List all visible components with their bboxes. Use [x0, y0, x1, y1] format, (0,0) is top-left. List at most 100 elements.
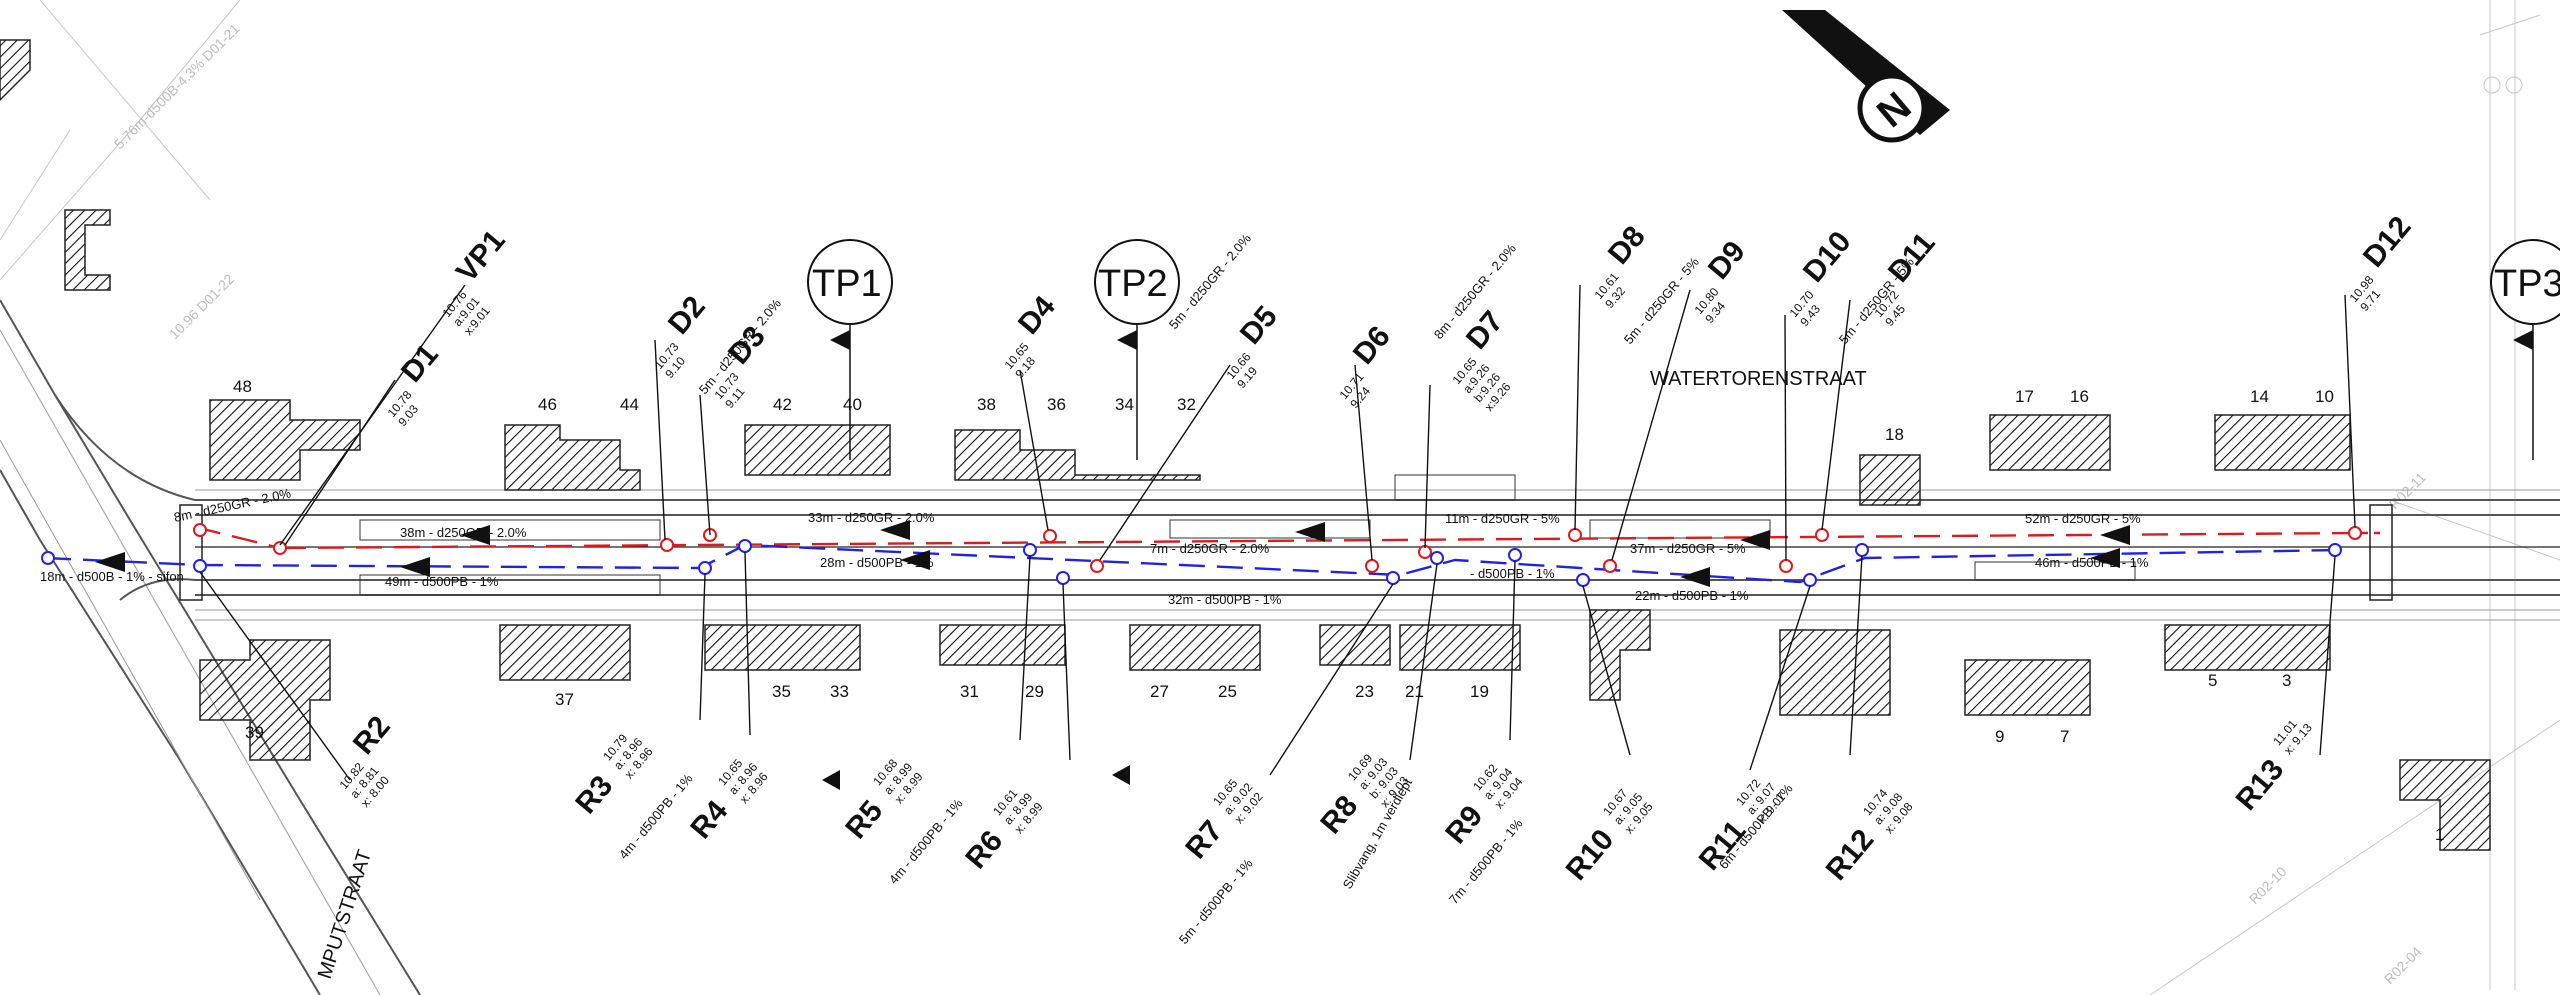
- house-numbers-north: 48 46 44 42 40 38 36 34 32 18 17 16 14 1…: [233, 377, 2334, 444]
- svg-text:17: 17: [2015, 387, 2034, 406]
- svg-text:40: 40: [843, 395, 862, 414]
- svg-text:42: 42: [773, 395, 792, 414]
- node-labels-top: 10.76 a:9.01 x:9.01 VP1 10.78 9.03 D1 10…: [385, 210, 2418, 429]
- test-pits: TP1 TP2 TP3: [807, 239, 2560, 790]
- dwa-manholes: [193, 523, 2362, 573]
- node-d4: 10.65 9.18 D4: [1002, 290, 1063, 381]
- svg-text:18m - d500B - 1% - sifon: 18m - d500B - 1% - sifon: [40, 569, 184, 584]
- svg-text:29: 29: [1025, 682, 1044, 701]
- segment-labels: 8m - d250GR - 2.0% 38m - d250GR - 2.0% 3…: [40, 485, 2149, 607]
- svg-text:- d500PB - 1%: - d500PB - 1%: [1470, 566, 1555, 581]
- north-arrow: N: [1782, 10, 1950, 143]
- svg-text:5: 5: [2208, 671, 2217, 690]
- svg-text:4m - d500PB - 1%: 4m - d500PB - 1%: [886, 796, 966, 887]
- node-r5: R5 10.68 a: 8.99 x: 8.99: [839, 756, 925, 846]
- svg-text:21: 21: [1405, 682, 1424, 701]
- svg-text:3: 3: [2282, 671, 2291, 690]
- svg-text:11m - d250GR - 5%: 11m - d250GR - 5%: [1445, 511, 1560, 526]
- node-d12: 10.98 9.71 D12: [2347, 210, 2418, 314]
- svg-text:25: 25: [1218, 682, 1237, 701]
- svg-text:R4: R4: [684, 794, 734, 845]
- svg-text:R7: R7: [1179, 815, 1229, 866]
- svg-text:D6: D6: [1347, 320, 1397, 371]
- svg-text:46: 46: [538, 395, 557, 414]
- node-r10: R10 10.67 a: 9.05 x: 9.05: [1560, 786, 1656, 887]
- node-d2: 10.73 9.10 D2: [652, 290, 712, 381]
- legacy-label-r0210: R02-10: [2246, 863, 2290, 907]
- svg-text:9: 9: [1995, 727, 2004, 746]
- svg-text:7: 7: [2060, 727, 2069, 746]
- svg-text:R2: R2: [347, 710, 397, 761]
- cross-street-name: MPUTSTRAAT: [314, 847, 376, 981]
- svg-text:R5: R5: [839, 795, 889, 846]
- node-r3: R3 10.79 a: 8.96 x: 8.96: [569, 731, 655, 821]
- node-d1: 10.78 9.03 D1: [385, 338, 445, 429]
- node-r6: R6 10.61 a: 8.99 x: 8.99: [959, 786, 1045, 876]
- leader-lines: [199, 284, 2356, 781]
- svg-text:D7: D7: [1460, 305, 1510, 356]
- node-r4: R4 10.65 a: 8.96 x: 8.96: [684, 756, 770, 845]
- node-labels-bottom: 10.82 a: 8.81 x: 8.00 R2 R3 10.79 a: 8.9…: [337, 710, 2315, 887]
- svg-text:49m - d500PB - 1%: 49m - d500PB - 1%: [385, 574, 499, 589]
- svg-text:31: 31: [960, 682, 979, 701]
- svg-text:R6: R6: [959, 825, 1009, 876]
- svg-text:R3: R3: [569, 770, 619, 821]
- svg-text:10: 10: [2315, 387, 2334, 406]
- svg-text:1: 1: [2435, 825, 2444, 844]
- svg-text:D12: D12: [2357, 210, 2418, 273]
- svg-text:R8: R8: [1314, 790, 1364, 841]
- house-numbers-south: 39 37 35 33 31 29 27 25 23 21 19 9 7 5 3…: [245, 671, 2444, 844]
- node-d6: 10.71 9.24 D6: [1337, 320, 1397, 411]
- svg-text:39: 39: [245, 723, 264, 742]
- legacy-label-d0121: 5.76m-d500B-4.3% D01-21: [111, 20, 243, 152]
- svg-text:5m - d250GR - 5%: 5m - d250GR - 5%: [1621, 254, 1702, 347]
- dwa-sewer-line: [194, 525, 2380, 550]
- svg-text:37: 37: [555, 690, 574, 709]
- svg-text:32: 32: [1177, 395, 1196, 414]
- buildings: [0, 39, 2491, 851]
- svg-text:38: 38: [977, 395, 996, 414]
- svg-text:D4: D4: [1012, 290, 1062, 341]
- svg-text:18: 18: [1885, 425, 1904, 444]
- flow-arrows: [95, 520, 2130, 587]
- svg-text:36: 36: [1047, 395, 1066, 414]
- svg-text:33: 33: [830, 682, 849, 701]
- svg-text:23: 23: [1355, 682, 1374, 701]
- test-pit-tp1: TP1: [807, 239, 893, 460]
- node-d3: 10.73 9.11 D3: [712, 320, 772, 411]
- legacy-label-r0204: R02-04: [2381, 943, 2425, 987]
- svg-text:46m - d500PB - 1%: 46m - d500PB - 1%: [2035, 555, 2149, 570]
- svg-text:TP3: TP3: [2494, 263, 2560, 305]
- svg-text:34: 34: [1115, 395, 1134, 414]
- node-d9: 10.80 9.34 D9: [1692, 235, 1752, 326]
- svg-text:R12: R12: [1820, 823, 1881, 886]
- svg-text:D1: D1: [395, 338, 445, 389]
- test-pit-tp2: TP2: [1094, 239, 1180, 460]
- svg-text:VP1: VP1: [450, 224, 512, 289]
- svg-text:52m - d250GR - 5%: 52m - d250GR - 5%: [2025, 511, 2141, 526]
- svg-text:4m - d500PB - 1%: 4m - d500PB - 1%: [616, 771, 696, 862]
- node-r7: R7 10.65 a: 9.02 x: 9.02: [1179, 776, 1265, 866]
- node-d8: 10.61 9.32 D8: [1592, 220, 1652, 311]
- rwa-sewer-line: [44, 543, 2341, 584]
- svg-text:5m - d500PB - 1%: 5m - d500PB - 1%: [1176, 856, 1256, 947]
- svg-text:D2: D2: [662, 290, 712, 341]
- svg-text:R13: R13: [2230, 753, 2291, 816]
- svg-text:28m - d500PB - 1%: 28m - d500PB - 1%: [820, 555, 934, 570]
- svg-text:33m - d250GR - 2.0%: 33m - d250GR - 2.0%: [808, 510, 935, 525]
- svg-text:D8: D8: [1602, 220, 1652, 271]
- street-name: WATERTORENSTRAAT: [1650, 368, 1867, 390]
- svg-text:16: 16: [2070, 387, 2089, 406]
- svg-text:44: 44: [620, 395, 639, 414]
- svg-text:R10: R10: [1560, 823, 1621, 886]
- svg-text:7m - d250GR - 2.0%: 7m - d250GR - 2.0%: [1150, 541, 1270, 556]
- svg-text:TP2: TP2: [1098, 263, 1168, 305]
- test-pit-tp3: TP3: [2490, 239, 2560, 460]
- svg-text:19: 19: [1470, 682, 1489, 701]
- svg-text:D10: D10: [1797, 225, 1858, 288]
- node-d10: 10.70 9.43 D10: [1787, 225, 1858, 329]
- svg-text:22m - d500PB - 1%: 22m - d500PB - 1%: [1635, 588, 1749, 603]
- svg-text:TP1: TP1: [812, 263, 882, 305]
